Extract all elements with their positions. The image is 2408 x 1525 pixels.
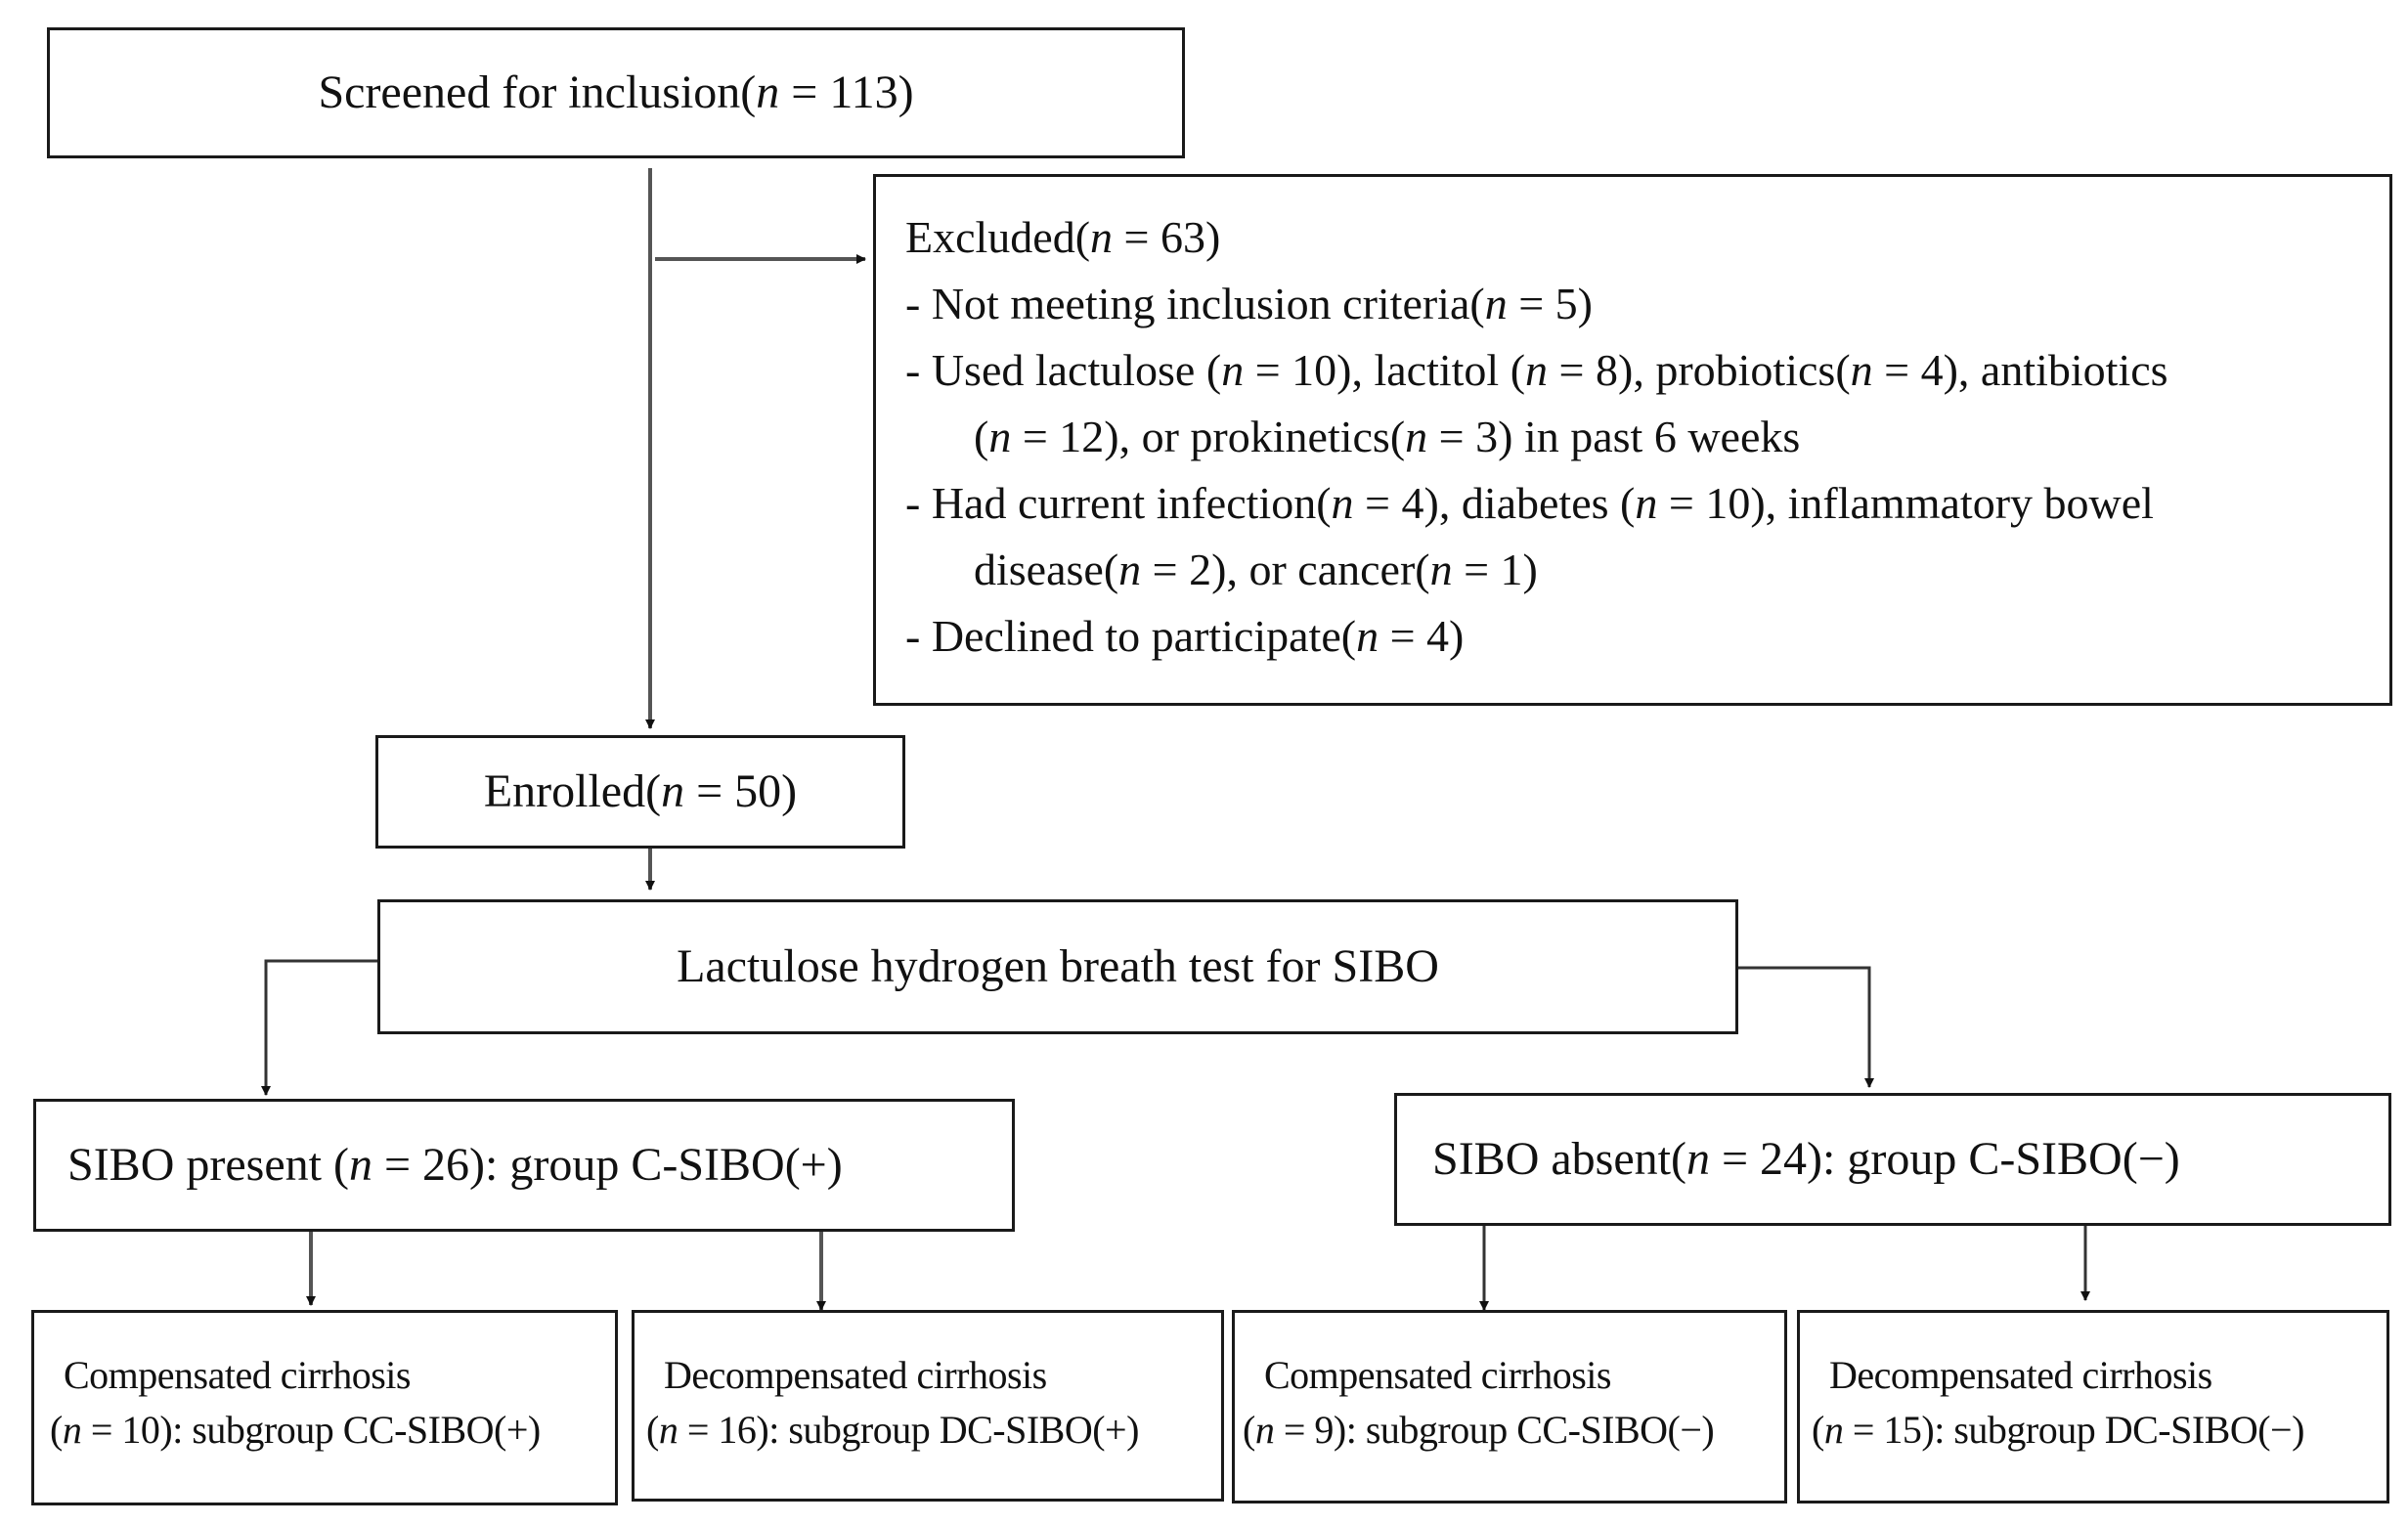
leaf-cc-neg-line2: (n = 9): subgroup CC-SIBO(−) (1243, 1408, 1715, 1452)
excluded-item-conditions-cont: disease(n = 2), or cancer(n = 1) (974, 545, 1538, 594)
arrow-test-to-absent (1736, 966, 1874, 1088)
screened-text: Screened for inclusion(n = 113) (318, 66, 914, 119)
excluded-item-conditions: - Had current infection(n = 4), diabetes… (905, 478, 2154, 528)
sibo-absent-text: SIBO absent(n = 24): group C-SIBO(−) (1432, 1133, 2180, 1186)
breath-test-box: Lactulose hydrogen breath test for SIBO (377, 899, 1738, 1034)
sibo-absent-box: SIBO absent(n = 24): group C-SIBO(−) (1394, 1093, 2391, 1226)
excluded-item-declined: - Declined to participate(n = 4) (905, 611, 1465, 661)
leaf-dc-pos-line1: Decompensated cirrhosis (664, 1353, 1047, 1397)
enrolled-box: Enrolled(n = 50) (375, 735, 905, 849)
breath-test-text: Lactulose hydrogen breath test for SIBO (677, 940, 1439, 993)
excluded-box: Excluded(n = 63) - Not meeting inclusion… (873, 174, 2392, 706)
leaf-dc-neg-line1: Decompensated cirrhosis (1829, 1353, 2212, 1397)
excluded-heading: Excluded(n = 63) (905, 212, 1221, 262)
excluded-item-medications: - Used lactulose (n = 10), lactitol (n =… (905, 345, 2168, 395)
leaf-cc-sibo-negative: Compensated cirrhosis (n = 9): subgroup … (1232, 1310, 1787, 1503)
excluded-item-medications-cont: (n = 12), or prokinetics(n = 3) in past … (974, 412, 1801, 461)
enrolled-text: Enrolled(n = 50) (483, 765, 798, 818)
sibo-present-text: SIBO present (n = 26): group C-SIBO(+) (67, 1139, 843, 1192)
excluded-item-criteria: - Not meeting inclusion criteria(n = 5) (905, 279, 1593, 328)
leaf-dc-neg-line2: (n = 15): subgroup DC-SIBO(−) (1812, 1408, 2304, 1452)
screened-box: Screened for inclusion(n = 113) (47, 27, 1185, 158)
leaf-dc-pos-line2: (n = 16): subgroup DC-SIBO(+) (646, 1408, 1139, 1452)
leaf-cc-pos-line2: (n = 10): subgroup CC-SIBO(+) (50, 1408, 541, 1452)
leaf-cc-pos-line1: Compensated cirrhosis (64, 1353, 412, 1397)
arrow-test-to-present (261, 959, 377, 1096)
leaf-cc-sibo-positive: Compensated cirrhosis (n = 10): subgroup… (31, 1310, 618, 1505)
sibo-present-box: SIBO present (n = 26): group C-SIBO(+) (33, 1099, 1015, 1232)
leaf-dc-sibo-negative: Decompensated cirrhosis (n = 15): subgro… (1797, 1310, 2389, 1503)
leaf-dc-sibo-positive: Decompensated cirrhosis (n = 16): subgro… (632, 1310, 1224, 1502)
leaf-cc-neg-line1: Compensated cirrhosis (1264, 1353, 1612, 1397)
